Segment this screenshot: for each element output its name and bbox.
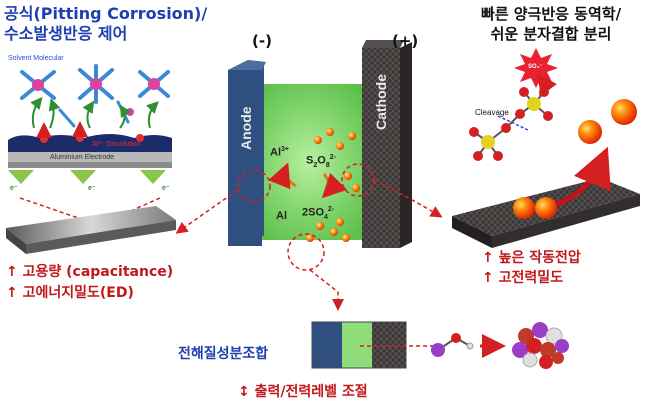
additive-molecule [431, 333, 474, 357]
top-left-title-line2: 수소발생반응 제어 [4, 24, 128, 43]
right-benefit-1: ↑ 높은 작동전압 [482, 248, 581, 268]
electron-label-2: e⁻ [88, 185, 96, 192]
radical-transfer-arrow [555, 146, 611, 207]
cell-ions [306, 128, 360, 242]
up-down-arrow-icon: ↕ [238, 384, 250, 400]
molecular-cluster [512, 322, 569, 369]
left-benefit-1-text: 고용량 (capacitance) [22, 264, 174, 280]
al3-charge: 3+ [281, 146, 289, 153]
top-right-title-line1: 빠른 양극반응 동역학/ [480, 5, 622, 23]
anode-plate [228, 60, 266, 246]
al3-ion-label: Al3+ [270, 146, 289, 159]
positive-pole-label: (+) [392, 32, 419, 50]
s2o8-sub1: 2 [313, 161, 318, 169]
electrolyte-region [246, 84, 372, 240]
so4-sub: 4 [324, 213, 328, 221]
so4-radical-label: SO₄⁻ [528, 64, 543, 70]
composition-label: 전해질성분조합 [178, 346, 269, 362]
electron-label-1: e⁻ [10, 185, 18, 192]
arrow-up-icon: ↑ [482, 270, 494, 286]
cell-connector-lines [175, 179, 443, 311]
arrow-up-icon: ↑ [6, 285, 18, 301]
al3-symbol: Al [270, 146, 281, 159]
cell-detail-circles [237, 163, 375, 271]
so4-charge: 2- [327, 206, 335, 213]
top-left-title: 공식(Pitting Corrosion)/ 수소발생반응 제어 [4, 4, 234, 44]
composition-cell [311, 321, 407, 369]
top-left-title-line1: 공식(Pitting Corrosion)/ [4, 4, 208, 23]
solvent-molecules [20, 64, 170, 128]
s2o8-o: O [317, 154, 326, 167]
solvent-molecule-1 [20, 70, 56, 100]
left-benefit-1: ↑ 고용량 (capacitance) [6, 262, 173, 282]
solvent-label: Solvent Molecular [8, 55, 64, 62]
al-dissolution-label: Al³⁺ Dissolution [92, 141, 141, 148]
right-benefit-1-text: 높은 작동전압 [498, 250, 581, 266]
al-metal-label: Al [276, 210, 287, 222]
electron-label-3: e⁻ [162, 185, 170, 192]
s2o8-label: S2O82- [306, 154, 336, 169]
radical-release-arrow [537, 73, 557, 97]
al-ions [36, 121, 144, 143]
left-benefit-2: ↑ 고에너지밀도(ED) [6, 283, 134, 303]
top-right-title-line2: 쉬운 분자결합 분리 [490, 25, 612, 43]
anode-label: Anode [238, 106, 254, 150]
solvent-molecule-3 [138, 70, 170, 98]
s2o8-s: S [306, 154, 314, 167]
electrode-label: Aluminium Electrode [50, 154, 115, 161]
power-control: ↕ 출력/전력레벨 조절 [238, 382, 368, 402]
cell-arrows [268, 162, 348, 199]
cleavage-label: Cleavage [475, 108, 509, 117]
radical-balls [513, 99, 637, 219]
power-control-text: 출력/전력레벨 조절 [254, 384, 368, 400]
electron-arrows [8, 170, 166, 184]
green-reaction-arrows [30, 96, 159, 129]
arrow-up-icon: ↑ [6, 264, 18, 280]
electrode-surface [8, 134, 172, 168]
solvent-molecule-2 [78, 64, 114, 104]
negative-pole-label: (-) [252, 32, 272, 50]
left-electrode-plate [6, 206, 176, 254]
cathode-plate [362, 40, 412, 248]
s2o8-sub2: 8 [325, 161, 330, 169]
top-right-title: 빠른 양극반응 동역학/ 쉬운 분자결합 분리 [448, 4, 654, 44]
arrow-up-icon: ↑ [482, 250, 494, 266]
s2o8-charge: 2- [329, 154, 336, 161]
so4-main: 2SO [302, 206, 325, 219]
so4-label: 2SO42- [302, 206, 334, 221]
right-benefit-2-text: 고전력밀도 [498, 270, 564, 286]
left-benefit-2-text: 고에너지밀도(ED) [22, 285, 134, 301]
right-benefit-2: ↑ 고전력밀도 [482, 268, 563, 288]
cleavage-line [497, 115, 529, 131]
persulfate-molecule [469, 87, 553, 161]
cathode-label: Cathode [373, 74, 389, 130]
